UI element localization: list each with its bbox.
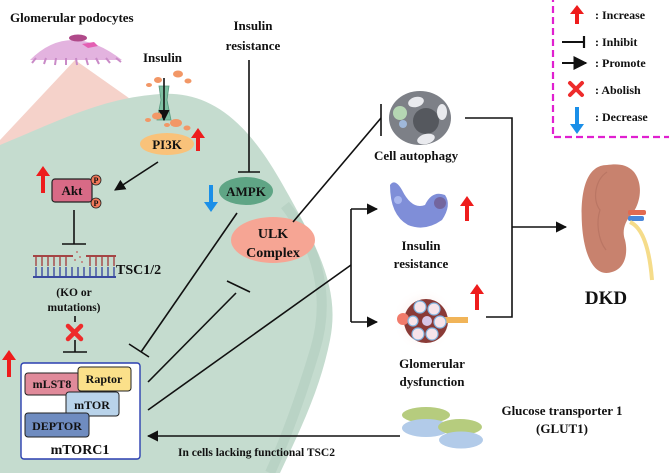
glomerular-podocytes-label: Glomerular podocytes <box>10 10 134 25</box>
svg-text:Raptor: Raptor <box>86 372 123 386</box>
mtorc1-increase-icon <box>2 350 16 377</box>
svg-text:P: P <box>94 176 99 185</box>
akt-label: Akt <box>62 183 84 198</box>
legend: : Increase : Inhibit : Promote : Abolish… <box>551 0 669 139</box>
svg-text:P: P <box>94 199 99 208</box>
pi3k-increase-icon <box>191 128 205 151</box>
abolish-icon <box>65 323 84 342</box>
ko-label-2: mutations) <box>47 302 100 314</box>
dkd-label: DKD <box>585 288 627 309</box>
legend-border <box>551 0 669 139</box>
legend-promote-label: : Promote <box>595 56 646 70</box>
legend-decrease-icon <box>570 107 584 134</box>
ulk-complex-node[interactable] <box>231 217 315 263</box>
mtorc1-inhibits-ulk <box>147 280 251 383</box>
svg-text:mLST8: mLST8 <box>33 377 72 391</box>
glut1-icon <box>402 407 483 449</box>
legend-abolish-label: : Abolish <box>595 83 641 97</box>
insulin-resistance-protein-icon <box>390 182 448 228</box>
legend-increase-label: : Increase <box>595 8 646 22</box>
insulin-receptor-icon <box>145 70 192 131</box>
mtorc1-label: mTORC1 <box>51 443 110 458</box>
podocyte-icon <box>30 34 122 66</box>
cell-autophagy-label: Cell autophagy <box>374 148 459 163</box>
insulin-label: Insulin <box>143 50 183 65</box>
raptor-node[interactable] <box>77 366 132 392</box>
akt-phospho-bottom <box>90 197 102 209</box>
akt-node[interactable] <box>51 178 93 203</box>
insulin-resistance-top-label-2: resistance <box>226 38 281 53</box>
akt-phospho-top <box>90 174 102 186</box>
svg-text:Glomerular: Glomerular <box>399 356 465 371</box>
insulin-resistance-inhibits-ampk <box>238 60 260 173</box>
glomerulus-icon <box>392 288 468 352</box>
deptor-node[interactable] <box>24 412 90 438</box>
ampk-label: AMPK <box>226 184 267 199</box>
legend-abolish-icon <box>568 81 584 97</box>
legend-decrease-label: : Decrease <box>595 110 648 124</box>
kidney-icon <box>581 164 654 281</box>
ampk-inhibits-mtorc1 <box>128 212 238 358</box>
svg-text:(GLUT1): (GLUT1) <box>536 421 588 436</box>
svg-text:Insulin: Insulin <box>401 238 441 253</box>
ampk-decrease-icon <box>204 185 218 212</box>
svg-text:dysfunction: dysfunction <box>399 374 465 389</box>
insulin-resistance-increase-icon <box>460 196 474 221</box>
svg-text:Glucose transporter 1: Glucose transporter 1 <box>501 403 622 418</box>
tsc-dna-icon <box>33 251 116 278</box>
ulk-inhibits-autophagy <box>292 104 382 223</box>
svg-text:Complex: Complex <box>246 246 300 261</box>
akt-increase-icon <box>36 166 50 193</box>
ampk-node[interactable] <box>219 177 273 205</box>
tsc-inhibits-mtorc1 <box>63 340 87 353</box>
mtor-node[interactable] <box>65 391 120 417</box>
svg-text:mTOR: mTOR <box>74 398 110 412</box>
insulin-resistance-top-label-1: Insulin <box>233 18 273 33</box>
legend-inhibit-label: : Inhibit <box>595 35 637 49</box>
pi3k-label: PI3K <box>152 137 183 152</box>
cell-autophagy-icon <box>389 91 451 145</box>
akt-inhibits-tsc <box>62 210 86 245</box>
ko-label-1: (KO or <box>56 287 91 299</box>
svg-text:resistance: resistance <box>394 256 449 271</box>
tsc2-note-label: In cells lacking functional TSC2 <box>178 447 335 459</box>
legend-increase-icon <box>570 5 584 24</box>
pi3k-node[interactable] <box>140 133 194 155</box>
pi3k-to-akt-arrow <box>114 161 159 191</box>
tsc-label: TSC1/2 <box>116 263 161 278</box>
mtorc1-to-outcomes <box>147 203 379 411</box>
svg-text:ULK: ULK <box>258 227 288 242</box>
glomerular-increase-icon <box>470 284 484 310</box>
svg-text:DEPTOR: DEPTOR <box>32 419 82 433</box>
outcomes-to-dkd <box>465 117 568 318</box>
